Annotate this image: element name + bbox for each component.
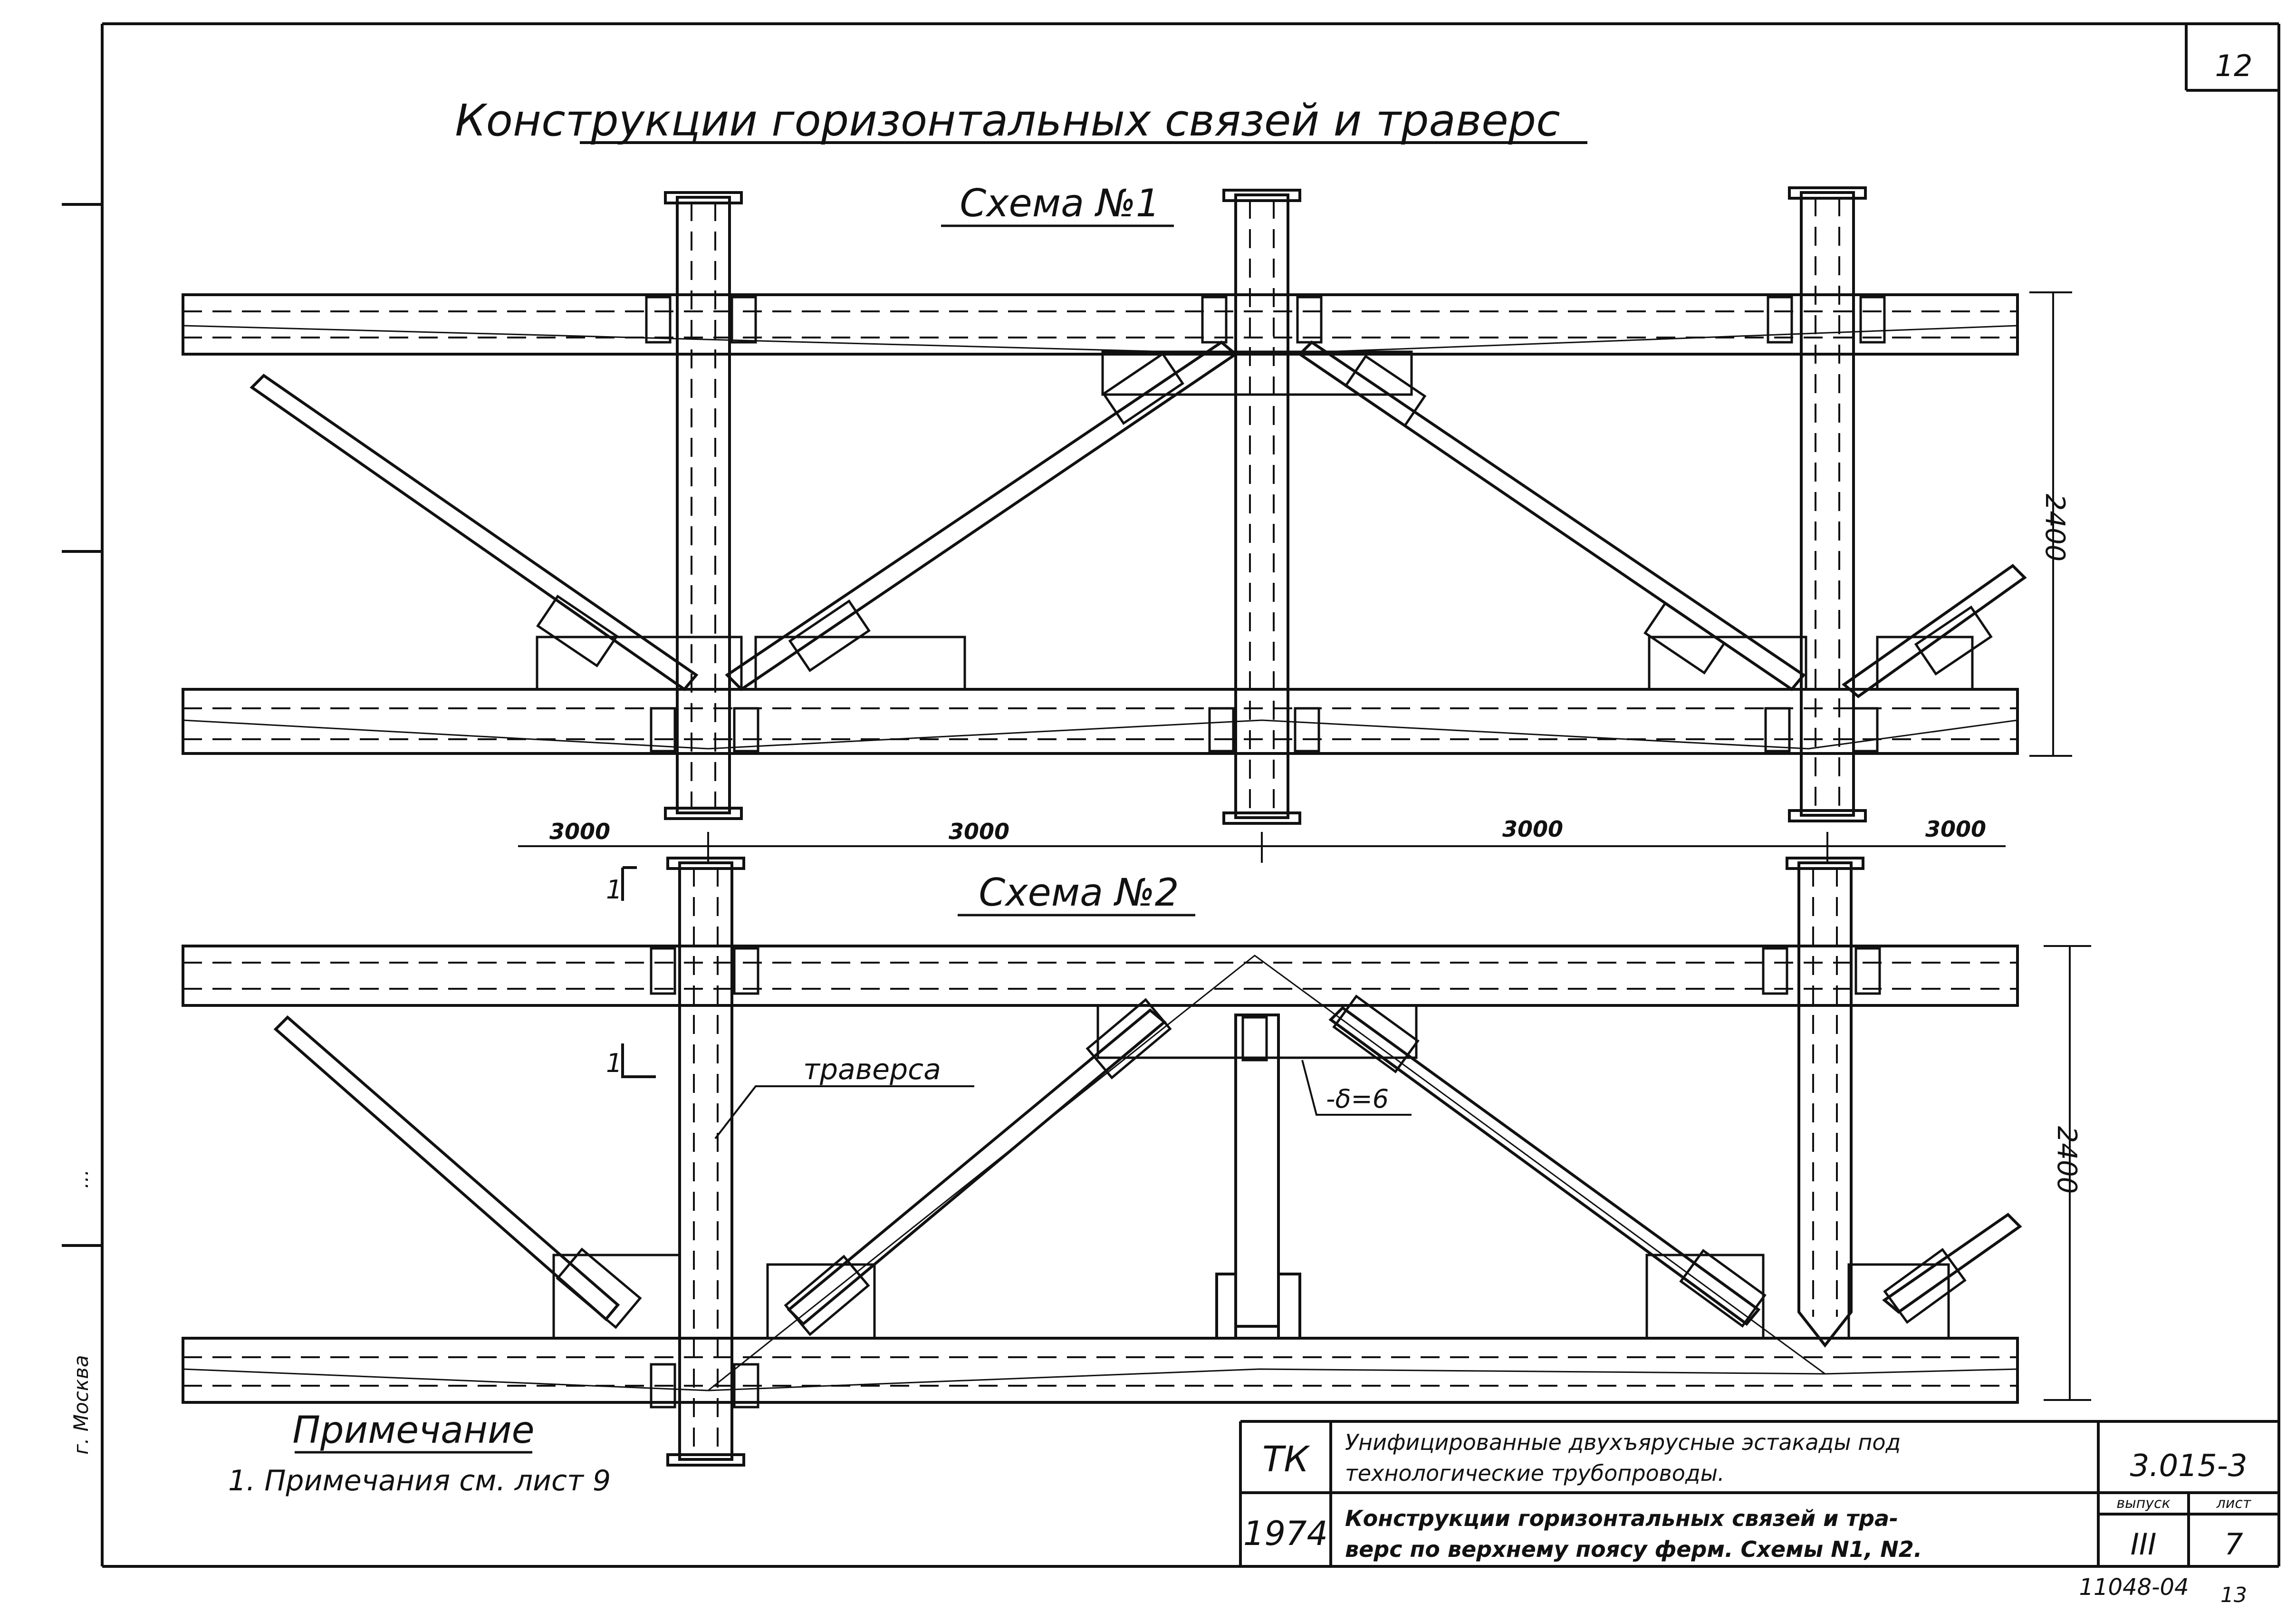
scheme2-splice-plates <box>650 947 1881 1409</box>
thickness-callout-label: -δ=6 <box>1326 1084 1389 1114</box>
scheme1-height-label: 2400 <box>2039 494 2070 562</box>
scheme2-axis-lines <box>183 955 2018 1391</box>
note-line-1: 1. Примечания см. лист 9 <box>228 1464 611 1497</box>
title-block-issue-label: выпуск <box>2116 1495 2170 1512</box>
scheme1-beam-hidden-lines <box>183 310 2017 740</box>
span-label-1: 3000 <box>549 819 610 844</box>
scheme1-top-beam <box>182 293 2019 356</box>
section-mark-top: 1 <box>606 875 622 905</box>
side-label-fragment: ... <box>69 1169 93 1188</box>
scheme1-brace-end-plates <box>536 352 1993 676</box>
scheme2-top-beam <box>182 945 2019 1007</box>
scheme2-beam-hidden-lines <box>183 962 2017 1387</box>
span-label-3: 3000 <box>1502 816 1563 842</box>
title-block-project-line-1: Унифицированные двухъярусные эстакады по… <box>1345 1429 1901 1455</box>
title-block-sheet-value: 7 <box>2224 1527 2243 1562</box>
thickness-callout-leader <box>1301 1060 1412 1116</box>
span-label-4: 3000 <box>1925 816 1986 842</box>
corner-number: 12 <box>2215 48 2253 83</box>
scheme1-label: Схема №1 <box>960 181 1160 225</box>
title-block-org: ТК <box>1262 1439 1310 1480</box>
scheme1-height-dimension <box>2029 291 2072 757</box>
span-label-2: 3000 <box>949 819 1009 844</box>
scheme1-gusset-plates <box>536 350 1974 691</box>
side-label-city: г. Москва <box>69 1355 93 1455</box>
section-cut-marks <box>621 866 656 1078</box>
scheme1-beams <box>182 293 2019 755</box>
scheme2-column-1 <box>678 861 733 1461</box>
scheme1-columns <box>664 186 1867 825</box>
scheme1-column-hidden-lines <box>691 197 1840 813</box>
sheet-frame <box>62 22 2280 1568</box>
scheme2-bottom-beam <box>182 1337 2019 1404</box>
footer-page: 13 <box>2220 1583 2247 1607</box>
scheme1-column-2 <box>1234 193 1289 819</box>
scheme2-brace-1 <box>273 1015 620 1322</box>
title-block-sheet-line-2: верс по верхнему поясу ферм. Схемы N1, N… <box>1345 1536 1922 1562</box>
scheme1-column-1 <box>676 196 731 814</box>
scheme1-splice-plates <box>645 296 1886 753</box>
scheme1-brace-3 <box>1297 340 1806 692</box>
title-block-year: 1974 <box>1243 1514 1328 1553</box>
title-block-issue-value: III <box>2131 1527 2157 1562</box>
main-title: Конструкции горизонтальных связей и трав… <box>455 95 1560 146</box>
scheme2-brace-4 <box>1882 1213 2022 1314</box>
scheme2-brace-3 <box>1328 1006 1761 1326</box>
scheme2-column-hidden-lines <box>693 868 1838 1455</box>
title-block-grid <box>1239 1420 2279 1566</box>
scheme2-center-strut <box>1215 1014 1301 1340</box>
scheme2-height-label: 2400 <box>2051 1126 2082 1194</box>
title-block-sheet-line-1: Конструкции горизонтальных связей и тра- <box>1345 1506 1898 1531</box>
scheme2-label: Схема №2 <box>979 870 1179 915</box>
scheme1-bottom-beam <box>182 688 2019 755</box>
scheme2-columns <box>666 857 1864 1467</box>
title-block-sheet-label: лист <box>2216 1495 2252 1512</box>
scheme2-diagonal-braces <box>273 1006 2022 1326</box>
traverse-callout-leader <box>714 1085 974 1139</box>
scheme2-beams <box>182 945 2019 1404</box>
footer-number: 11048-04 <box>2079 1574 2189 1601</box>
scheme2-height-dimension <box>2044 945 2091 1401</box>
scheme2-column-2 <box>1797 861 1853 1348</box>
scheme1-brace-1 <box>250 374 699 692</box>
section-mark-bottom: 1 <box>606 1048 622 1078</box>
note-heading: Примечание <box>292 1409 534 1452</box>
scheme2-gusset-plates <box>552 1004 1950 1340</box>
title-block-code: 3.015-3 <box>2130 1448 2247 1484</box>
scheme1-column-3 <box>1800 191 1855 817</box>
title-block-project-line-2: технологические трубопроводы. <box>1345 1460 1725 1486</box>
traverse-callout-label: траверса <box>803 1053 941 1086</box>
